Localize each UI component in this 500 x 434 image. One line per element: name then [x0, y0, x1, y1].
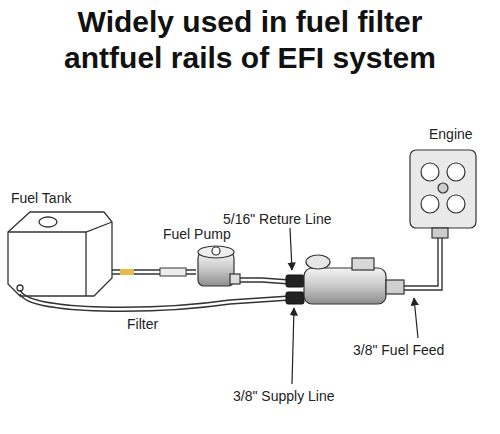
part-label: Fuel Pump: [162, 226, 232, 242]
part-label: Engine: [428, 126, 474, 142]
leader-arrows: [290, 228, 418, 384]
part-label: Fuel Tank: [10, 190, 72, 206]
filter-fittings: [286, 275, 304, 304]
line-label: 5/16" Reture Line: [222, 211, 333, 227]
fuel-pump: [198, 246, 240, 286]
line-fitting: [160, 268, 186, 276]
fuel-tank: [8, 212, 112, 296]
fuel-filter: [304, 255, 404, 304]
yellow-line-segment: [120, 269, 134, 275]
title: Widely used in fuel filter antfuel rails…: [50, 4, 450, 76]
line-label: 3/8" Supply Line: [232, 388, 336, 404]
engine-throttle-body: [410, 150, 476, 238]
fuel-lines: [20, 238, 442, 311]
line-label: 3/8" Fuel Feed: [352, 342, 445, 358]
part-label: Filter: [126, 316, 159, 332]
